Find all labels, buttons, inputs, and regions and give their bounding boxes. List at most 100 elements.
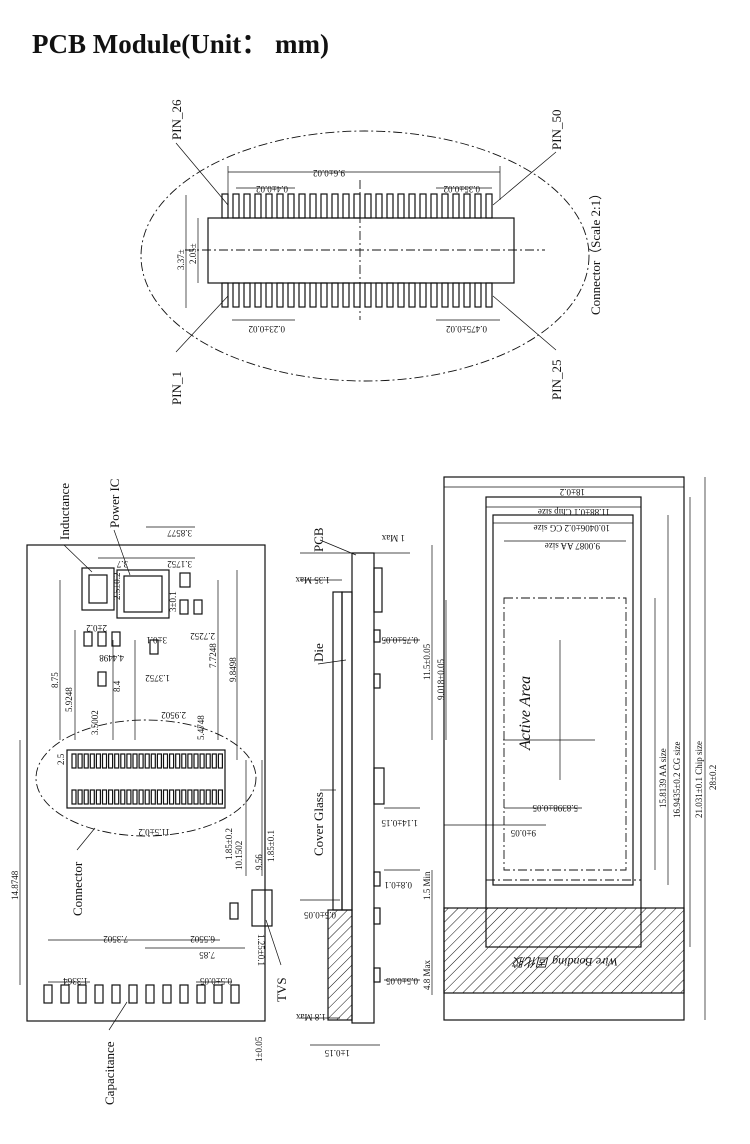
dim-7-85: 7.85 xyxy=(199,950,215,960)
tvs-component xyxy=(251,889,273,927)
label-cover-glass: Cover Glass xyxy=(311,792,326,856)
dim-1-max: 1 Max xyxy=(381,533,405,543)
front-connector-pin xyxy=(199,753,205,769)
dim-10-1502: 10.1502 xyxy=(234,841,244,870)
capacitor-row xyxy=(43,984,240,1004)
connector-pin xyxy=(452,282,460,308)
front-connector-pin xyxy=(156,753,162,769)
dim-3-1752: 3.1752 xyxy=(167,559,192,569)
side-die xyxy=(341,591,353,911)
label-pin-26: PIN_26 xyxy=(169,99,184,140)
label-tvs: TVS xyxy=(274,977,289,1002)
connector-pin xyxy=(452,193,460,219)
connector-pin xyxy=(276,282,284,308)
pcb-outline xyxy=(26,544,266,1022)
dim-18: 18±0.2 xyxy=(560,487,585,497)
front-connector-pin xyxy=(107,753,114,769)
connector-detail: 9.6±0.02 0.4±0.02 0.35±0.02 0.23±0.02 0.… xyxy=(140,99,603,405)
connector-pin xyxy=(309,193,317,219)
connector-pin xyxy=(298,193,306,219)
capacitor xyxy=(43,984,53,1004)
front-connector-pin xyxy=(95,753,102,769)
side-cover-glass xyxy=(332,591,343,911)
dim-5-9248: 5.9248 xyxy=(64,687,74,712)
dim-16-9435: 16.9435±0.2 CG size xyxy=(672,742,682,818)
dim-1-14: 1.14±0.15 xyxy=(381,818,418,828)
inductance-component xyxy=(81,567,115,611)
dim-28: 28±0.2 xyxy=(708,765,718,790)
dim-1-25: 1.25±0.1 xyxy=(256,934,266,966)
dim-connector-pitch: 0.4±0.02 xyxy=(256,184,288,194)
dim-1-3752: 1.3752 xyxy=(145,673,170,683)
dim-11-88: 11.88±0.1 Chip size xyxy=(538,507,610,517)
dim-connector-height-inner: 2.05± xyxy=(188,243,198,264)
connector-pin xyxy=(232,282,240,308)
dim-0-5b: 0.5±0.05 xyxy=(386,976,418,986)
display-wire-bonding xyxy=(443,907,685,994)
dim-8-75: 8.75 xyxy=(50,672,60,688)
front-connector-pin xyxy=(175,753,181,769)
dim-9-8498: 9.8498 xyxy=(228,657,238,682)
front-connector-pin xyxy=(144,789,150,805)
connector-pin xyxy=(265,193,273,219)
connector-pin xyxy=(386,282,394,308)
dim-1-0-05: 1±0.05 xyxy=(254,1036,264,1062)
dim-0-5: 0.5±0.05 xyxy=(200,976,232,986)
front-connector-pin xyxy=(101,753,108,769)
connector-pin xyxy=(320,193,328,219)
front-connector-pin xyxy=(193,753,199,769)
capacitor xyxy=(77,984,87,1004)
connector-pin xyxy=(474,282,482,308)
capacitor xyxy=(230,984,240,1004)
front-connector-pin xyxy=(89,753,95,769)
connector-pin xyxy=(364,282,372,308)
connector-body xyxy=(207,217,515,284)
front-connector-pin xyxy=(175,789,181,805)
dim-4-8-max: 4.8 Max xyxy=(422,960,432,990)
front-connector-pin xyxy=(181,753,187,769)
connector-pin xyxy=(463,193,471,219)
dim-7-7248: 7.7248 xyxy=(208,643,218,668)
front-connector-pin xyxy=(120,753,126,769)
display-outline xyxy=(443,476,685,1021)
connector-pin xyxy=(287,193,295,219)
display-active-area xyxy=(503,597,627,871)
side-pcb xyxy=(351,552,375,1024)
connector-pin xyxy=(386,193,394,219)
label-die: Die xyxy=(311,643,326,662)
side-wire-bonding-hatch xyxy=(327,909,353,1021)
dim-3-5002: 3.5002 xyxy=(90,710,100,735)
connector-pin xyxy=(342,193,350,219)
dim-5-8398: 5.8398±0.05 xyxy=(532,803,578,813)
front-connector-pin xyxy=(169,789,175,805)
front-connector-pin xyxy=(211,789,217,805)
front-connector-pin xyxy=(193,789,199,805)
connector-pin xyxy=(397,193,405,219)
connector-pin xyxy=(474,193,482,219)
front-connector-pin xyxy=(77,753,83,769)
front-connector-ellipse xyxy=(35,719,257,837)
label-inductance: Inductance xyxy=(57,483,72,540)
capacitor xyxy=(111,984,121,1004)
connector-pin xyxy=(276,193,284,219)
front-connector-pin xyxy=(71,789,77,805)
connector-pin xyxy=(419,282,427,308)
dim-2-7252: 2.7252 xyxy=(190,631,215,641)
front-connector-pin xyxy=(77,789,83,805)
front-connector-pin xyxy=(156,789,162,805)
label-pin-1: PIN_1 xyxy=(169,371,184,405)
dim-2-5: 2.5±0.2 xyxy=(112,573,122,600)
label-pcb: PCB xyxy=(311,527,326,552)
dim-10-0406: 10.0406±0.2 CG size xyxy=(534,523,610,533)
front-connector-pin xyxy=(150,789,156,805)
front-connector-pin xyxy=(114,789,120,805)
dim-1-85: 1.85±0.2 xyxy=(224,828,234,860)
connector-pin xyxy=(320,282,328,308)
connector-pin xyxy=(485,193,493,219)
connector-pin xyxy=(408,193,416,219)
connector-pin xyxy=(463,282,471,308)
label-power-ic: Power IC xyxy=(107,479,122,528)
front-connector-pin xyxy=(162,753,169,769)
label-connector-scale: Connector（Scale 2:1） xyxy=(588,187,603,315)
front-connector-pin xyxy=(187,789,193,805)
